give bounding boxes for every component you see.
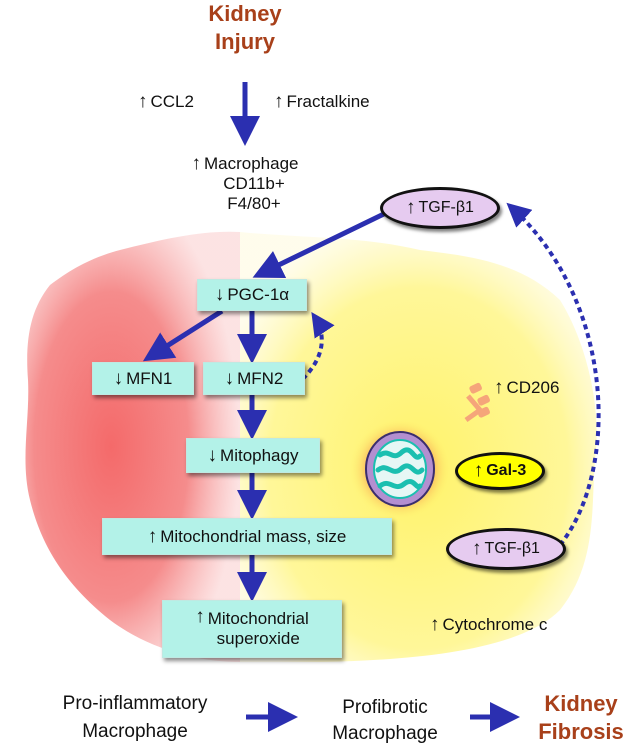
up-arrow-icon: ↑ [274, 91, 284, 112]
fibrosis-line2: Fibrosis [538, 719, 624, 744]
up-arrow-icon: ↑ [195, 606, 205, 627]
down-arrow-icon: ↓ [113, 367, 124, 389]
profib-line2: Macrophage [332, 723, 438, 744]
up-arrow-icon: ↑ [430, 614, 440, 635]
up-arrow-icon: ↑ [473, 460, 484, 481]
mfn2-box: ↓MFN2 [203, 362, 305, 395]
mfn1-box: ↓MFN1 [92, 362, 194, 395]
pro-line2: Macrophage [82, 721, 188, 742]
down-arrow-icon: ↓ [224, 367, 235, 389]
superoxide-line2: superoxide [216, 629, 300, 648]
fractalkine-label: ↑Fractalkine [274, 91, 370, 112]
mitochondrial-superoxide-box: ↑ Mitochondrial superoxide [162, 600, 342, 658]
cd11b-label: CD11b+ [223, 174, 285, 193]
kidney-injury-title: Kidney Injury [190, 0, 300, 56]
kidney-injury-line1: Kidney [208, 1, 282, 26]
ccl2-label: ↑CCL2 [138, 91, 194, 112]
cd206-label: ↑CD206 [494, 377, 560, 398]
mitophagy-box: ↓Mitophagy [186, 438, 320, 473]
up-arrow-icon: ↑ [472, 538, 482, 559]
fibrosis-line1: Kidney [544, 691, 618, 716]
pro-inflammatory-macrophage-label: Pro-inflammatory Macrophage [30, 690, 240, 746]
cytochrome-c-label: ↑Cytochrome c [430, 614, 548, 635]
profib-line1: Profibrotic [342, 697, 428, 718]
pro-line1: Pro-inflammatory [62, 693, 208, 714]
tgf-beta1-bottom-node: ↑TGF-β1 [446, 528, 566, 570]
up-arrow-icon: ↑ [406, 197, 416, 218]
profibrotic-macrophage-label: Profibrotic Macrophage [305, 695, 465, 747]
down-arrow-icon: ↓ [214, 284, 225, 305]
down-arrow-icon: ↓ [207, 444, 218, 466]
up-arrow-icon: ↑ [147, 525, 158, 547]
superoxide-line1: Mitochondrial [207, 609, 309, 628]
f480-label: F4/80+ [227, 194, 281, 213]
arrow-pgc-to-mfn1 [142, 308, 224, 362]
tgf-beta1-top-node: ↑TGF-β1 [380, 187, 500, 229]
arrow-tgf-bottom-to-tgf-top [506, 202, 601, 547]
mitochondrial-mass-box: ↑Mitochondrial mass, size [102, 518, 392, 555]
macrophage-label: ↑Macrophage CD11b+ F4/80+ [170, 154, 320, 214]
kidney-fibrosis-title: Kidney Fibrosis [526, 690, 636, 746]
arrow-tgf-to-pgc [252, 209, 390, 279]
gal3-node: ↑Gal-3 [455, 452, 545, 490]
up-arrow-icon: ↑ [138, 91, 148, 112]
pgc1a-box: ↓PGC-1α [197, 279, 307, 311]
kidney-injury-line2: Injury [215, 29, 275, 54]
up-arrow-icon: ↑ [494, 377, 504, 398]
up-arrow-icon: ↑ [191, 153, 201, 174]
flow-arrows [142, 82, 520, 732]
cd206-receptor-icon [464, 382, 490, 423]
mitochondrion-icon [350, 419, 450, 519]
